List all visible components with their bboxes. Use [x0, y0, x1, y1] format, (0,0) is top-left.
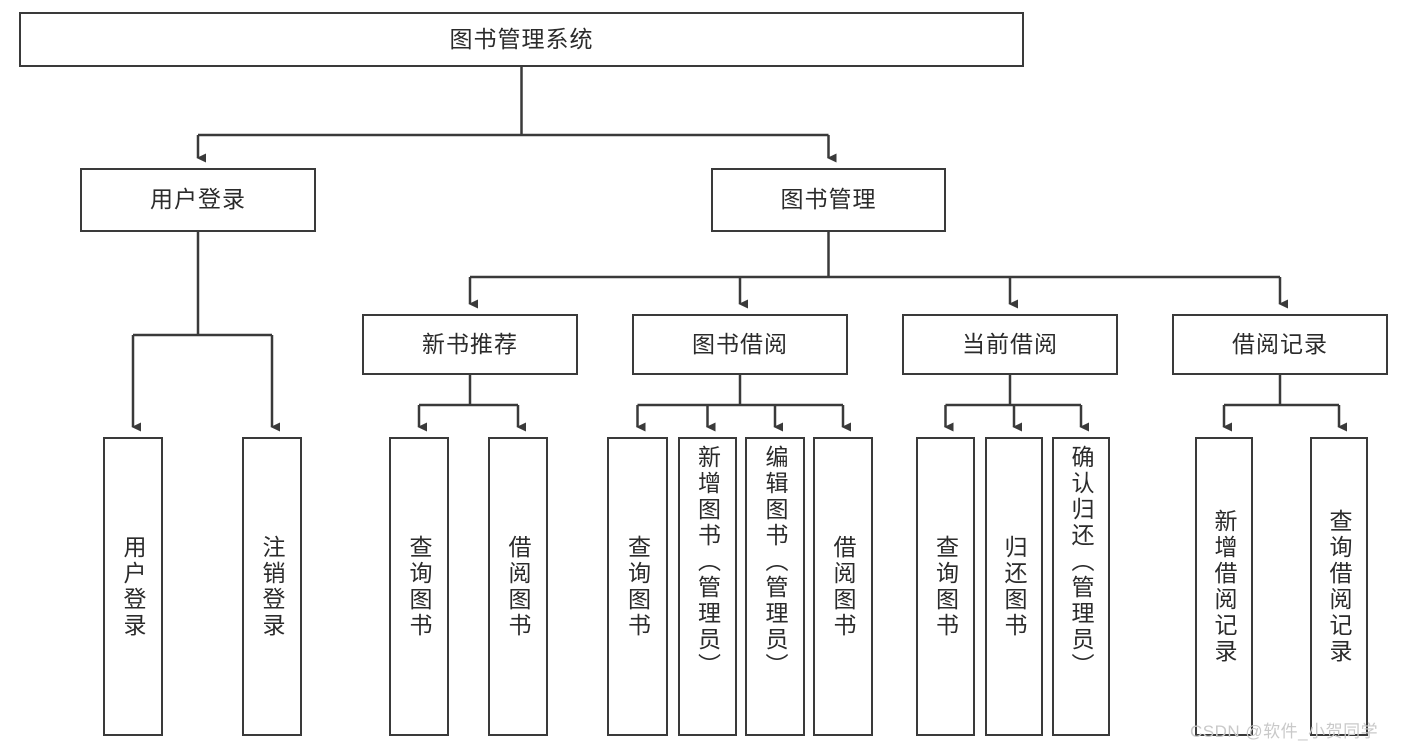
node-label: 注销登录	[259, 534, 286, 639]
node-label: 用户登录	[120, 534, 147, 639]
node-leaf-user-login[interactable]: 用户登录	[103, 437, 163, 736]
node-current-borrow[interactable]: 当前借阅	[902, 314, 1118, 375]
node-label: 当前借阅	[962, 330, 1058, 357]
node-leaf-borrow-lend-book[interactable]: 借阅图书	[813, 437, 873, 736]
node-label: 查询图书	[406, 534, 433, 639]
node-label: 图书借阅	[692, 330, 788, 357]
node-label: 编辑图书（管理员）	[762, 445, 789, 679]
node-leaf-rec-borrow-book[interactable]: 借阅图书	[488, 437, 548, 736]
node-label: 查询借阅记录	[1326, 508, 1353, 665]
node-book-borrow[interactable]: 图书借阅	[632, 314, 848, 375]
node-new-book-rec[interactable]: 新书推荐	[362, 314, 578, 375]
node-label: 确认归还（管理员）	[1068, 445, 1095, 679]
node-leaf-borrow-edit-book[interactable]: 编辑图书（管理员）	[745, 437, 805, 736]
node-label: 借阅图书	[505, 534, 532, 639]
node-leaf-record-query[interactable]: 查询借阅记录	[1310, 437, 1368, 736]
node-user-login[interactable]: 用户登录	[80, 168, 316, 232]
node-leaf-current-return-book[interactable]: 归还图书	[985, 437, 1043, 736]
node-leaf-borrow-add-book[interactable]: 新增图书（管理员）	[678, 437, 737, 736]
node-label: 图书管理	[780, 186, 877, 213]
node-label: 归还图书	[1001, 534, 1028, 639]
node-label: 查询图书	[932, 534, 959, 639]
node-borrow-record[interactable]: 借阅记录	[1172, 314, 1388, 375]
node-label: 用户登录	[150, 186, 246, 213]
node-label: 新增图书（管理员）	[694, 445, 721, 679]
node-leaf-rec-query-book[interactable]: 查询图书	[389, 437, 449, 736]
node-label: 新书推荐	[422, 330, 518, 357]
node-book-manage[interactable]: 图书管理	[711, 168, 946, 232]
node-leaf-current-confirm-return[interactable]: 确认归还（管理员）	[1052, 437, 1110, 736]
node-label: 新增借阅记录	[1211, 508, 1238, 665]
node-root[interactable]: 图书管理系统	[19, 12, 1024, 67]
node-leaf-user-logout[interactable]: 注销登录	[242, 437, 302, 736]
node-label: 图书管理系统	[449, 25, 594, 52]
node-label: 借阅图书	[830, 534, 857, 639]
node-leaf-borrow-query-book[interactable]: 查询图书	[607, 437, 668, 736]
node-label: 查询图书	[624, 534, 651, 639]
node-leaf-record-add[interactable]: 新增借阅记录	[1195, 437, 1253, 736]
node-label: 借阅记录	[1232, 330, 1328, 357]
watermark: CSDN @软件_小贺同学	[1190, 722, 1379, 741]
node-leaf-current-query-book[interactable]: 查询图书	[916, 437, 975, 736]
